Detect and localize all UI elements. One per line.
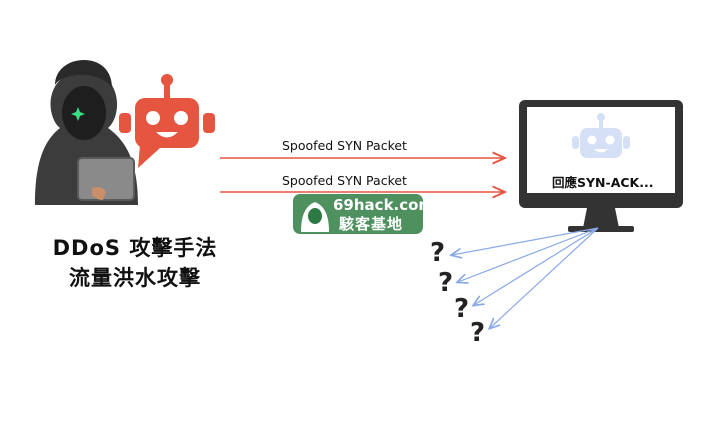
- watermark-name: 駭客基地: [339, 215, 404, 233]
- packet-label-2: Spoofed SYN Packet: [282, 173, 407, 188]
- synack-arrow-1: [452, 227, 599, 255]
- hacker-icon: [35, 60, 138, 205]
- synack-arrow-2: [458, 227, 599, 282]
- question-mark-3: ?: [454, 294, 470, 324]
- question-mark-1: ?: [430, 238, 446, 268]
- watermark: 69hack.com 駭客基地: [293, 194, 434, 234]
- faded-robot-icon: [572, 113, 630, 158]
- question-mark-2: ?: [438, 268, 454, 298]
- title-line-1: DDoS 攻擊手法: [52, 236, 218, 260]
- screen-label: 回應SYN-ACK...: [552, 175, 654, 190]
- synack-arrow-3: [474, 227, 599, 305]
- robot-icon: [119, 74, 215, 168]
- hooded-figure-icon: [301, 202, 329, 232]
- question-mark-4: ?: [470, 318, 486, 348]
- packet-label-1: Spoofed SYN Packet: [282, 138, 407, 153]
- monitor-icon: [519, 100, 683, 232]
- synack-arrow-4: [490, 227, 599, 328]
- watermark-url: 69hack.com: [333, 196, 435, 214]
- title-line-2: 流量洪水攻擊: [69, 266, 201, 290]
